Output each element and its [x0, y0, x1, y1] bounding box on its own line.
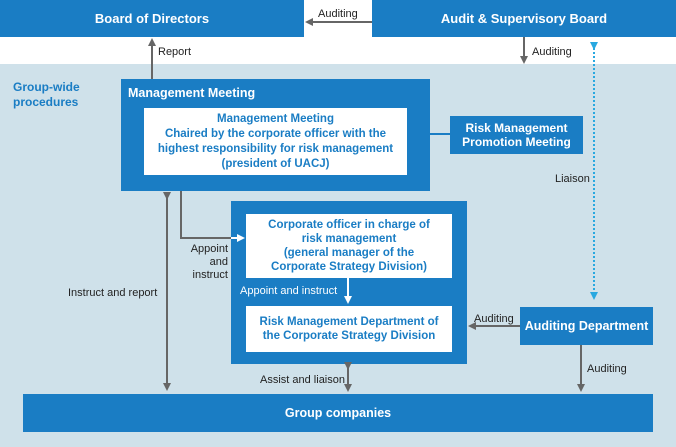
officer-line3: (general manager of the: [283, 247, 415, 259]
auditing-department-box: Auditing Department: [520, 307, 653, 345]
appoint-line1: Appoint: [190, 243, 228, 255]
assist-liaison-label: Assist and liaison: [260, 374, 345, 386]
management-meeting-chair-line2: highest responsibility for risk manageme…: [157, 142, 394, 155]
audit-supervisory-board-box: Audit & Supervisory Board: [372, 0, 676, 37]
risk-management-department-box: Risk Management Department of the Corpor…: [246, 306, 452, 352]
management-meeting-inner-box: Management Meeting Chaired by the corpor…: [144, 108, 407, 175]
risk-management-promotion-meeting-box: Risk Management Promotion Meeting: [450, 116, 583, 154]
auditing-department-label: Auditing Department: [524, 319, 649, 333]
instruct-report-label: Instruct and report: [68, 287, 158, 299]
management-meeting-chair-line3: (president of UACJ): [221, 157, 330, 170]
corporate-officer-box: Corporate officer in charge of risk mana…: [246, 214, 452, 278]
audit-supervisory-board-label: Audit & Supervisory Board: [440, 11, 608, 26]
officer-line1: Corporate officer in charge of: [268, 219, 430, 231]
officer-line2: risk management: [301, 233, 397, 245]
appoint-instruct-inner-label: Appoint and instruct: [240, 285, 338, 297]
appoint-instruct-outer-label: Appoint and instruct: [178, 243, 228, 282]
auditing-label-dept-left: Auditing: [474, 313, 514, 325]
dept-line2: the Corporate Strategy Division: [262, 330, 436, 342]
risk-management-structure-box: Corporate officer in charge of risk mana…: [231, 201, 467, 364]
management-meeting-chair-line1: Chaired by the corporate officer with th…: [164, 127, 387, 140]
dept-line1: Risk Management Department of: [259, 316, 439, 328]
board-of-directors-label: Board of Directors: [94, 11, 210, 26]
group-wide-title: Group-wide procedures: [13, 80, 80, 109]
auditing-label-dept-down: Auditing: [587, 363, 627, 375]
group-companies-label: Group companies: [284, 406, 392, 420]
promotion-connector-line: [430, 133, 450, 135]
board-of-directors-box: Board of Directors: [0, 0, 304, 37]
management-meeting-inner-title: Management Meeting: [217, 112, 334, 125]
report-label: Report: [158, 46, 192, 58]
risk-promotion-line1: Risk Management: [465, 121, 568, 135]
risk-promotion-line2: Promotion Meeting: [462, 135, 571, 149]
appoint-line2: and: [209, 256, 228, 268]
auditing-label-down: Auditing: [532, 46, 572, 58]
appoint-line3: instruct: [192, 269, 228, 281]
management-meeting-outer-title: Management Meeting: [128, 86, 256, 100]
officer-line4: Corporate Strategy Division): [271, 261, 427, 273]
liaison-label: Liaison: [555, 173, 590, 185]
auditing-label-top: Auditing: [318, 8, 358, 20]
group-companies-box: Group companies: [23, 394, 653, 432]
management-meeting-box: Management Meeting Management Meeting Ch…: [121, 79, 430, 191]
